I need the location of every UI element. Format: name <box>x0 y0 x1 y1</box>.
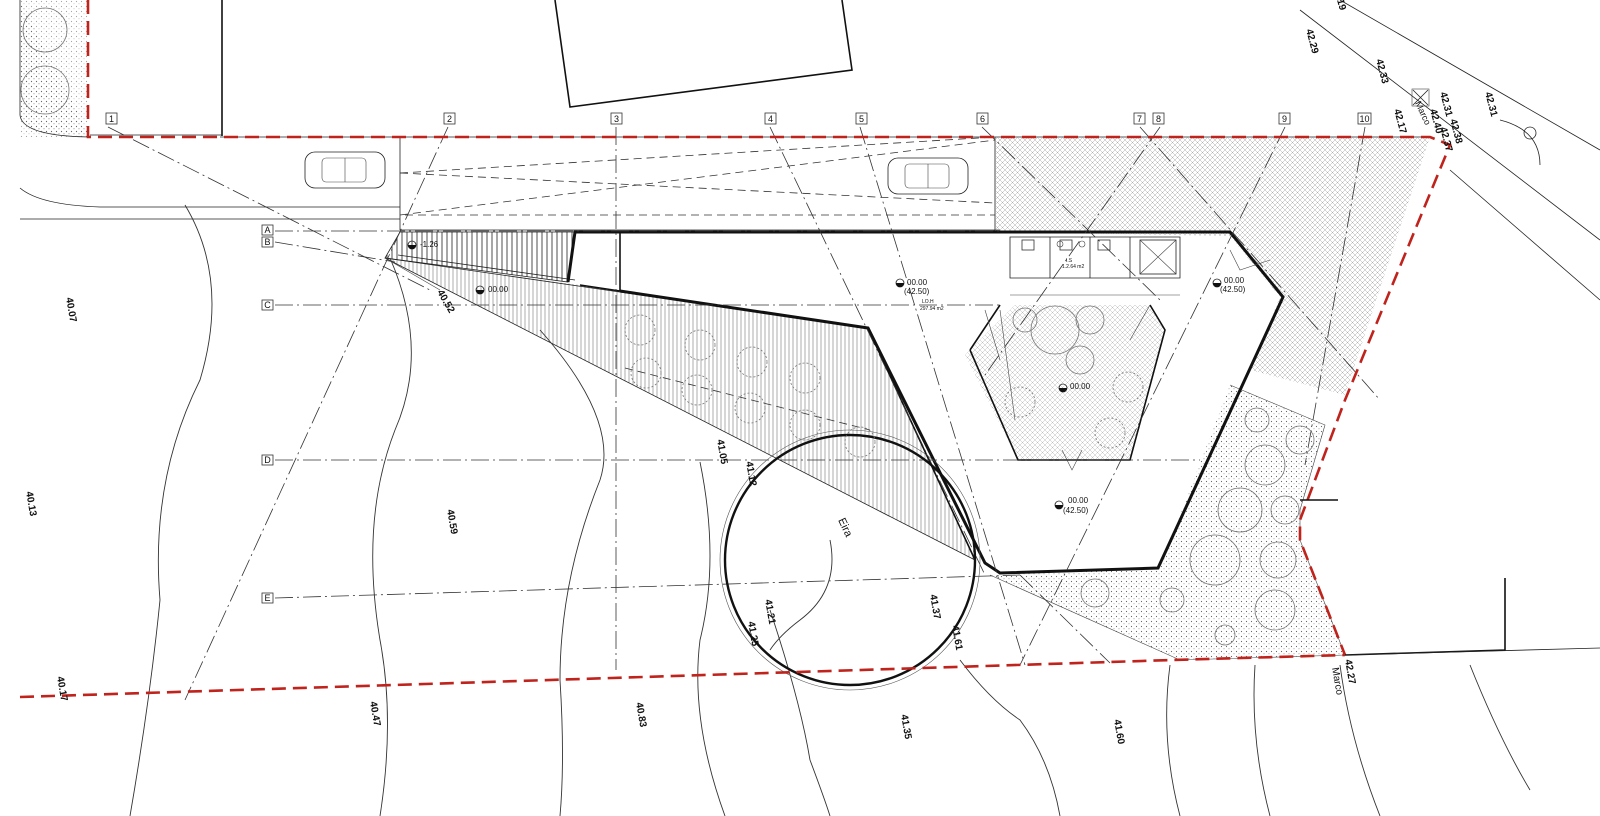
grid-row-E: E <box>261 592 274 604</box>
grid-column-7: 7 <box>1133 112 1146 125</box>
grid-label: E <box>264 593 270 603</box>
neighbour-building-north <box>554 0 853 108</box>
grid-column-2: 2 <box>443 112 456 125</box>
spot-elevation: 40.83 <box>633 702 648 729</box>
grid-label: 3 <box>614 114 619 124</box>
spot-elevation: 40.47 <box>367 701 382 728</box>
spot-elevation: 42.33 <box>1373 58 1390 85</box>
grid-column-1: 1 <box>105 112 118 125</box>
grid-column-6: 6 <box>976 112 989 125</box>
level-text: 00.00 <box>907 278 928 287</box>
grid-column-3: 3 <box>610 112 623 125</box>
spot-elevation: 42.29 <box>1303 28 1320 55</box>
spot-elevation: 41.05 <box>714 439 729 466</box>
wc-note: I.S 1.2.64 m2 <box>1062 258 1084 270</box>
level-text: (42.50) <box>1220 285 1246 294</box>
spot-elevations: 40.07 40.13 40.17 40.47 40.52 40.59 40.8… <box>23 0 1499 746</box>
grid-column-10: 10 <box>1357 112 1372 125</box>
grid-column-9: 9 <box>1278 112 1291 125</box>
level-marker-east: 00.00 (42.50) <box>1212 276 1246 294</box>
grid-label: 1 <box>109 114 114 124</box>
spot-elevation: 41.35 <box>898 714 913 741</box>
level-marker-stair: -1.26 <box>407 240 439 250</box>
level-marker-hall: 00.00 (42.50) LO.H 297.94 m2 <box>895 278 944 312</box>
level-marker-terrace: 00.00 <box>475 285 509 295</box>
grid-column-4: 4 <box>764 112 777 125</box>
spot-elevation: 41.12 <box>743 461 758 488</box>
room-note: LO.H <box>922 299 934 305</box>
tables <box>624 314 1144 458</box>
level-text: (42.50) <box>1063 506 1089 515</box>
plot-boundary <box>19 0 1452 699</box>
grid-label: 8 <box>1156 114 1161 124</box>
spot-elevation: 41.25 <box>745 621 760 648</box>
grid-row-C: C <box>261 299 274 311</box>
grid-row-D: D <box>261 454 274 466</box>
spot-elevation: 41.37 <box>927 594 942 621</box>
grid-label: A <box>264 225 270 235</box>
grid-column-8: 8 <box>1152 112 1165 125</box>
grid-label: D <box>264 455 271 465</box>
level-text: -1.26 <box>420 240 439 249</box>
spot-elevation: 40.59 <box>444 509 459 536</box>
spot-elevation: 42.31 <box>1482 91 1499 118</box>
grid-column-labels: 1 2 3 4 5 6 7 8 9 10 <box>105 112 1372 125</box>
contour-lines <box>129 204 1531 816</box>
level-text: 00.00 <box>1070 382 1091 391</box>
grid-label: 4 <box>768 114 773 124</box>
level-text: 00.00 <box>1224 276 1245 285</box>
grid-label: C <box>264 300 271 310</box>
level-text: 00.00 <box>1068 496 1089 505</box>
grid-row-A: A <box>261 224 274 236</box>
spot-elevation: 41.61 <box>949 625 964 652</box>
car-icon <box>304 151 386 189</box>
marco-label-south: Marco <box>1329 667 1345 697</box>
level-text: 00.00 <box>488 285 509 294</box>
trees <box>1012 305 1315 646</box>
level-text: (42.50) <box>904 287 930 296</box>
grid-label: 5 <box>859 114 864 124</box>
neighbour-plot-nw <box>19 0 223 138</box>
grid-column-5: 5 <box>855 112 868 125</box>
grid-label: B <box>264 237 270 247</box>
level-marker-south: 00.00 (42.50) <box>1054 496 1089 515</box>
grid-label: 6 <box>980 114 985 124</box>
spot-elevation: 40.17 <box>54 676 69 703</box>
neighbour-road-ne <box>1299 0 1600 241</box>
room-note: 297.94 m2 <box>920 306 944 312</box>
grid-row-labels: A B C D E <box>261 224 274 604</box>
level-marker-plaza: 00.00 <box>1058 382 1091 393</box>
spot-elevation: 40.07 <box>63 297 78 324</box>
car-icon <box>887 157 969 195</box>
grid-row-B: B <box>261 236 274 248</box>
grid-label: 10 <box>1359 114 1369 124</box>
room-note: I.S <box>1066 258 1073 264</box>
eira-label: Eira <box>835 516 855 540</box>
structural-grid <box>107 126 1381 701</box>
grid-label: 7 <box>1137 114 1142 124</box>
level-markers: -1.26 00.00 00.00 (42.50) LO.H 297.94 m2… <box>407 240 1246 515</box>
spot-elevation: 42.17 <box>1391 108 1408 135</box>
spot-elevation: 41.21 <box>762 599 777 626</box>
grid-label: 2 <box>447 114 452 124</box>
spot-elevation: 19 <box>1334 0 1348 12</box>
east-wall <box>1300 169 1600 656</box>
central-hall <box>965 249 1271 471</box>
spot-elevation: 41.60 <box>1111 719 1126 746</box>
paving-zones <box>384 137 1430 661</box>
grid-label: 9 <box>1282 114 1287 124</box>
eira-circle <box>719 429 981 691</box>
spot-elevation: 40.13 <box>23 491 38 518</box>
spot-elevation: 42.27 <box>1342 659 1357 686</box>
room-note: 1.2.64 m2 <box>1062 264 1084 270</box>
